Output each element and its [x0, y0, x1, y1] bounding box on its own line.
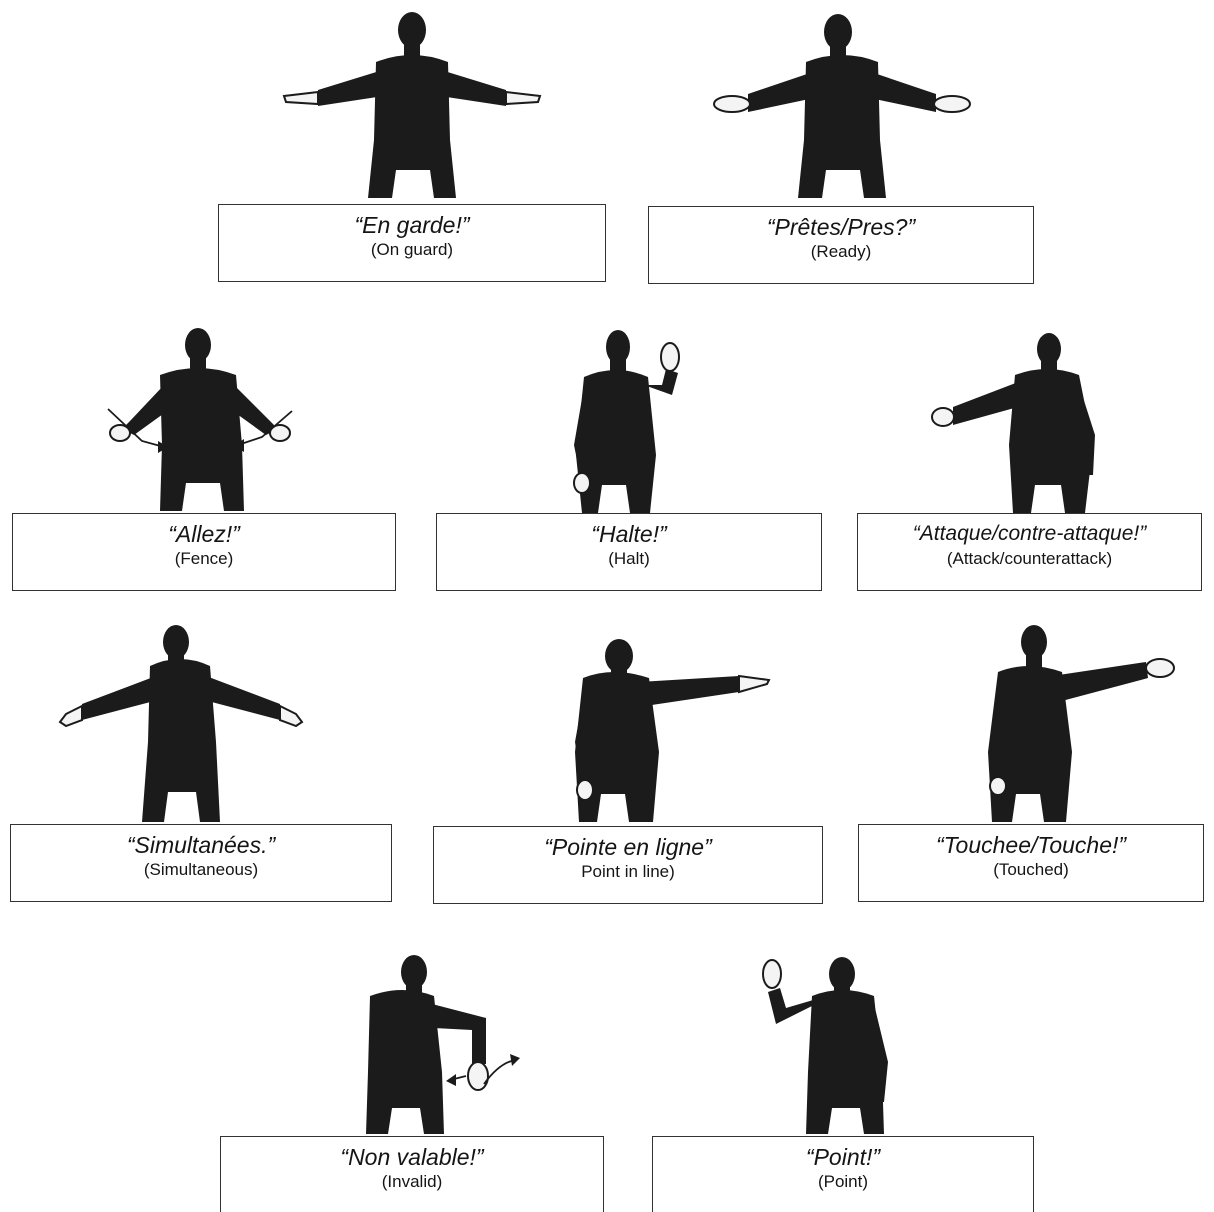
command-text: “Allez!”: [168, 521, 240, 547]
command-text: “Halte!”: [591, 521, 667, 547]
referee-figure-arms-out-palms-down-low: [58, 625, 304, 822]
referee-figure-hand-raised-point: [762, 957, 888, 1134]
meaning-text: (Invalid): [381, 1172, 443, 1191]
signal-caption: “Non valable!” (Invalid): [220, 1136, 604, 1212]
command-text: “Point!”: [805, 1144, 881, 1170]
signal-caption: “En garde!” (On guard): [218, 204, 606, 282]
signal-attaque: “Attaque/contre-attaque!” (Attack/counte…: [857, 325, 1202, 591]
meaning-text: Point in line): [581, 862, 675, 881]
signal-caption: “Attaque/contre-attaque!” (Attack/counte…: [857, 513, 1202, 591]
command-text: “Prêtes/Pres?”: [766, 214, 916, 240]
signal-caption: “Allez!” (Fence): [12, 513, 396, 591]
signal-touchee: “Touchee/Touche!” (Touched): [858, 622, 1204, 902]
signal-allez: “Allez!” (Fence): [12, 325, 396, 591]
meaning-text: (Touched): [993, 860, 1069, 879]
referee-figure-hand-raised: [573, 330, 680, 513]
signal-halte: “Halte!” (Halt): [436, 325, 822, 591]
referee-figure-arms-sweep-down: [107, 328, 293, 511]
command-text: “Simultanées.”: [126, 832, 276, 858]
signal-pointe-en-ligne: “Pointe en ligne” Point in line): [433, 622, 823, 904]
meaning-text: (Point): [817, 1172, 869, 1191]
command-text: “Attaque/contre-attaque!”: [912, 522, 1147, 545]
command-text: “Touchee/Touche!”: [935, 832, 1127, 858]
meaning-text: (Ready): [810, 242, 872, 261]
signal-caption: “Simultanées.” (Simultaneous): [10, 824, 392, 902]
meaning-text: (Attack/counterattack): [946, 549, 1113, 568]
referee-figure-pointing-right: [575, 639, 771, 822]
signal-point: “Point!” (Point): [652, 952, 1034, 1212]
command-text: “Non valable!”: [340, 1144, 484, 1170]
meaning-text: (On guard): [370, 240, 454, 259]
signal-en-garde: “En garde!” (On guard): [218, 0, 606, 284]
signal-caption: “Halte!” (Halt): [436, 513, 822, 591]
meaning-text: (Halt): [608, 549, 650, 568]
referee-figure-arm-extended-right: [988, 625, 1175, 822]
signal-non-valable: “Non valable!” (Invalid): [220, 952, 604, 1212]
signal-caption: “Prêtes/Pres?” (Ready): [648, 206, 1034, 284]
command-text: “Pointe en ligne”: [544, 834, 712, 860]
referee-figure-arms-out-palms-down: [282, 12, 542, 198]
signal-caption: “Point!” (Point): [652, 1136, 1034, 1212]
signal-pretes: “Prêtes/Pres?” (Ready): [648, 0, 1034, 284]
referee-figure-arm-pointing-left: [931, 333, 1095, 513]
signal-caption: “Touchee/Touche!” (Touched): [858, 824, 1204, 902]
command-text: “En garde!”: [354, 212, 470, 238]
meaning-text: (Fence): [174, 549, 234, 568]
signal-caption: “Pointe en ligne” Point in line): [433, 826, 823, 904]
signal-simultanees: “Simultanées.” (Simultaneous): [10, 622, 392, 902]
meaning-text: (Simultaneous): [143, 860, 259, 879]
referee-figure-hand-sweep-invalid: [366, 955, 520, 1134]
referee-figure-arms-out-palms-up: [713, 14, 971, 198]
